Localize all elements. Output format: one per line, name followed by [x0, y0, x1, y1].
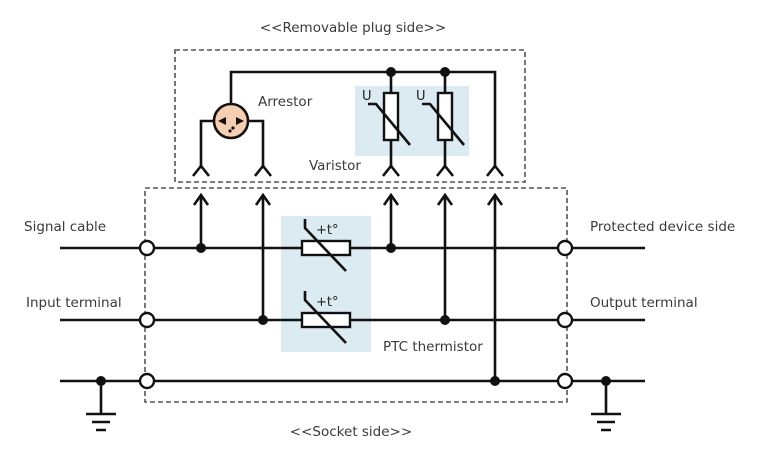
ptc-thermistor-label: PTC thermistor	[383, 339, 483, 355]
plug-contacts	[191, 163, 505, 177]
signal-line	[60, 243, 645, 253]
ground-icon-left	[86, 381, 116, 432]
plug-top-bus	[229, 67, 497, 168]
arrestor-symbol	[199, 102, 265, 168]
terminals	[138, 239, 574, 390]
plug-side-title: <<Removable plug side>>	[260, 20, 446, 36]
ptc-highlight	[281, 216, 371, 352]
varistor-1-mark: U	[362, 89, 372, 104]
ptc-1-mark: +t°	[316, 223, 339, 238]
socket-side-title: <<Socket side>>	[290, 424, 412, 440]
ground-icon-right	[591, 381, 621, 432]
signal-cable-label: Signal cable	[24, 219, 106, 235]
varistor-1: U	[362, 72, 412, 168]
varistor-2-mark: U	[416, 89, 426, 104]
input-line	[60, 315, 645, 325]
ptc-2-mark: +t°	[316, 295, 339, 310]
plug-boundary	[174, 49, 526, 183]
input-terminal-label: Input terminal	[26, 295, 122, 311]
arrestor-label: Arrestor	[258, 94, 313, 110]
varistor-2: U	[416, 72, 466, 168]
varistor-label: Varistor	[309, 158, 361, 174]
ptc-thermistor-1: +t°	[300, 219, 352, 272]
output-terminal-label: Output terminal	[590, 295, 698, 311]
socket-pins	[192, 192, 504, 381]
ptc-thermistor-2: +t°	[300, 291, 352, 344]
socket-boundary	[144, 187, 568, 403]
protected-device-side-label: Protected device side	[590, 219, 735, 235]
